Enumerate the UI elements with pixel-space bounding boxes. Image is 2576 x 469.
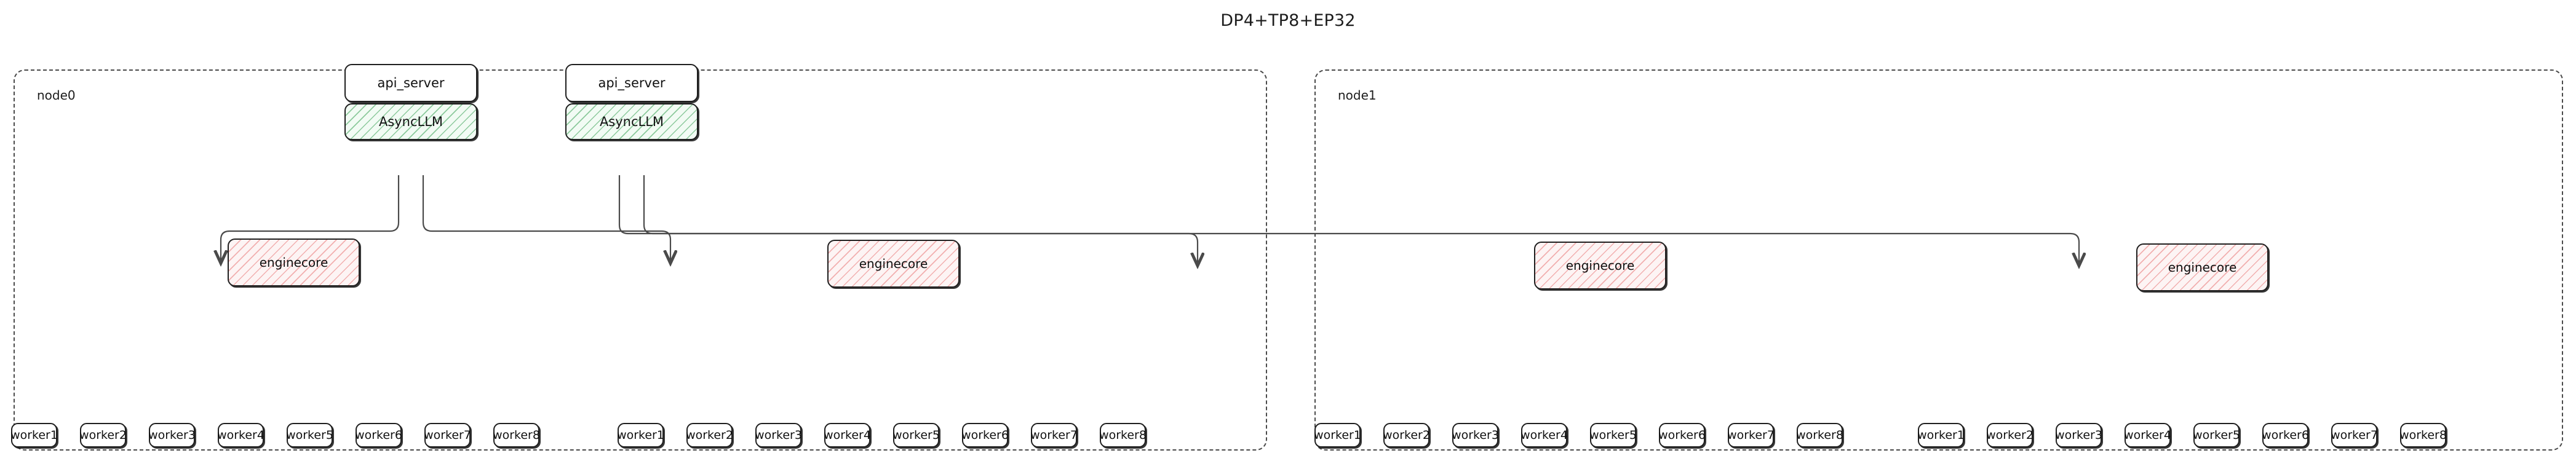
worker-label-g0-5: worker5 <box>286 428 333 442</box>
enginecore-box-0[interactable]: enginecore <box>228 238 360 286</box>
worker-box-g0-6[interactable]: worker6 <box>355 423 402 447</box>
worker-label-g0-2: worker2 <box>79 428 127 442</box>
worker-label-g1-6: worker6 <box>961 428 1009 442</box>
worker-label-g1-3: worker3 <box>755 428 802 442</box>
node-cluster-label-node1: node1 <box>1338 88 1377 103</box>
node-cluster-node1 <box>1314 69 2563 451</box>
worker-label-g0-6: worker6 <box>355 428 402 442</box>
worker-label-g3-6: worker6 <box>2262 428 2309 442</box>
worker-label-g2-3: worker3 <box>1452 428 1499 442</box>
page-title: DP4+TP8+EP32 <box>1220 11 1356 30</box>
worker-label-g1-1: worker1 <box>617 428 664 442</box>
worker-box-g2-2[interactable]: worker2 <box>1383 423 1430 447</box>
asyncllm-box-0[interactable]: AsyncLLM <box>344 103 477 140</box>
worker-box-g3-6[interactable]: worker6 <box>2262 423 2309 447</box>
worker-label-g0-3: worker3 <box>148 428 196 442</box>
worker-label-g2-6: worker6 <box>1658 428 1706 442</box>
worker-label-g3-5: worker5 <box>2193 428 2240 442</box>
api-server-box-1[interactable]: api_server <box>565 64 698 102</box>
worker-label-g3-2: worker2 <box>1986 428 2033 442</box>
worker-box-g0-2[interactable]: worker2 <box>79 423 127 447</box>
worker-label-g3-8: worker8 <box>2399 428 2447 442</box>
enginecore-box-1[interactable]: enginecore <box>827 240 960 288</box>
enginecore-label-1: enginecore <box>859 256 928 271</box>
worker-box-g0-7[interactable]: worker7 <box>424 423 471 447</box>
worker-label-g3-4: worker4 <box>2124 428 2171 442</box>
worker-label-g1-8: worker8 <box>1099 428 1147 442</box>
node-cluster-label-node0: node0 <box>37 88 76 103</box>
api-server-label-1: api_server <box>598 76 666 90</box>
worker-box-g2-6[interactable]: worker6 <box>1658 423 1706 447</box>
worker-box-g2-5[interactable]: worker5 <box>1589 423 1637 447</box>
worker-label-g1-5: worker5 <box>892 428 940 442</box>
worker-box-g0-5[interactable]: worker5 <box>286 423 333 447</box>
worker-label-g2-1: worker1 <box>1314 428 1361 442</box>
worker-box-g0-1[interactable]: worker1 <box>10 423 58 447</box>
worker-box-g2-1[interactable]: worker1 <box>1314 423 1361 447</box>
worker-box-g2-8[interactable]: worker8 <box>1796 423 1843 447</box>
worker-box-g1-8[interactable]: worker8 <box>1099 423 1147 447</box>
enginecore-box-2[interactable]: enginecore <box>1534 242 1666 290</box>
worker-box-g3-7[interactable]: worker7 <box>2331 423 2378 447</box>
asyncllm-label-0: AsyncLLM <box>378 114 443 129</box>
worker-label-g3-1: worker1 <box>1917 428 1965 442</box>
worker-box-g3-1[interactable]: worker1 <box>1917 423 1965 447</box>
worker-label-g2-4: worker4 <box>1521 428 1568 442</box>
worker-box-g2-3[interactable]: worker3 <box>1452 423 1499 447</box>
worker-label-g2-7: worker7 <box>1727 428 1775 442</box>
enginecore-label-2: enginecore <box>1565 258 1635 273</box>
worker-label-g0-1: worker1 <box>10 428 58 442</box>
worker-label-g2-5: worker5 <box>1589 428 1637 442</box>
worker-box-g0-4[interactable]: worker4 <box>217 423 264 447</box>
worker-box-g1-7[interactable]: worker7 <box>1030 423 1078 447</box>
worker-label-g0-8: worker8 <box>493 428 540 442</box>
worker-label-g2-8: worker8 <box>1796 428 1843 442</box>
asyncllm-label-1: AsyncLLM <box>599 114 664 129</box>
enginecore-label-3: enginecore <box>2168 260 2237 275</box>
worker-box-g1-1[interactable]: worker1 <box>617 423 664 447</box>
worker-label-g3-3: worker3 <box>2055 428 2102 442</box>
worker-box-g0-3[interactable]: worker3 <box>148 423 196 447</box>
asyncllm-box-1[interactable]: AsyncLLM <box>565 103 698 140</box>
worker-box-g1-3[interactable]: worker3 <box>755 423 802 447</box>
worker-box-g3-2[interactable]: worker2 <box>1986 423 2033 447</box>
worker-box-g3-5[interactable]: worker5 <box>2193 423 2240 447</box>
worker-box-g2-7[interactable]: worker7 <box>1727 423 1775 447</box>
api-server-label-0: api_server <box>377 76 445 90</box>
worker-label-g0-4: worker4 <box>217 428 264 442</box>
worker-box-g2-4[interactable]: worker4 <box>1521 423 1568 447</box>
worker-box-g3-4[interactable]: worker4 <box>2124 423 2171 447</box>
worker-box-g3-8[interactable]: worker8 <box>2399 423 2447 447</box>
worker-label-g0-7: worker7 <box>424 428 471 442</box>
enginecore-box-3[interactable]: enginecore <box>2136 243 2268 291</box>
worker-label-g1-4: worker4 <box>824 428 871 442</box>
worker-label-g1-7: worker7 <box>1030 428 1078 442</box>
enginecore-label-0: enginecore <box>259 255 328 270</box>
worker-box-g1-5[interactable]: worker5 <box>892 423 940 447</box>
worker-box-g1-4[interactable]: worker4 <box>824 423 871 447</box>
worker-box-g1-2[interactable]: worker2 <box>686 423 733 447</box>
worker-box-g1-6[interactable]: worker6 <box>961 423 1009 447</box>
worker-box-g0-8[interactable]: worker8 <box>493 423 540 447</box>
worker-label-g3-7: worker7 <box>2331 428 2378 442</box>
worker-label-g2-2: worker2 <box>1383 428 1430 442</box>
api-server-box-0[interactable]: api_server <box>344 64 477 102</box>
worker-label-g1-2: worker2 <box>686 428 733 442</box>
worker-box-g3-3[interactable]: worker3 <box>2055 423 2102 447</box>
